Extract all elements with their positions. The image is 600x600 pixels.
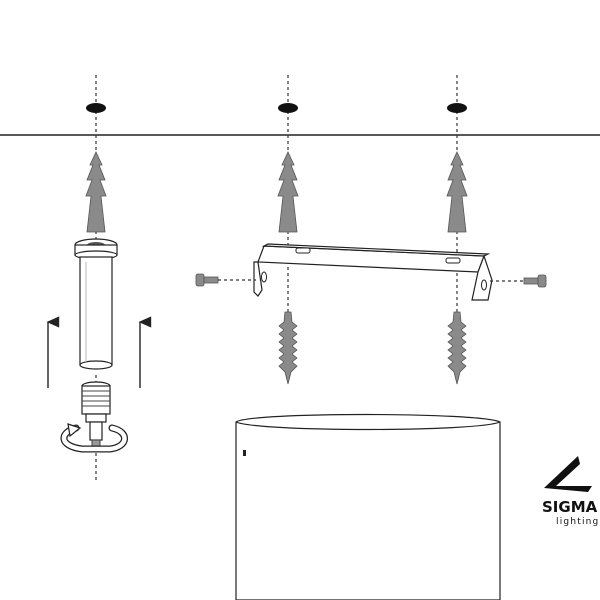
threaded-nipple-icon — [81, 381, 111, 453]
screw-icon — [447, 311, 467, 385]
brand-logo: SIGMA lighting — [542, 456, 599, 527]
bolt-icon — [195, 273, 219, 287]
drill-hole-icon — [447, 103, 467, 113]
bolt-icon — [523, 274, 547, 288]
brand-name: SIGMA — [542, 498, 598, 516]
screw-icon — [278, 311, 298, 385]
drill-hole-icon — [278, 103, 298, 113]
brand-tagline: lighting — [556, 517, 599, 527]
wall-plug-icon — [446, 151, 468, 233]
sigma-triangle-icon — [544, 456, 592, 492]
lamp-body-icon — [235, 413, 501, 600]
wall-plug-icon — [85, 151, 107, 233]
tube-adapter-icon — [74, 238, 118, 370]
wall-plug-icon — [277, 151, 299, 233]
mounting-bracket-icon — [253, 243, 493, 301]
drill-hole-icon — [86, 103, 106, 113]
rotate-arrow-icon — [60, 423, 128, 453]
